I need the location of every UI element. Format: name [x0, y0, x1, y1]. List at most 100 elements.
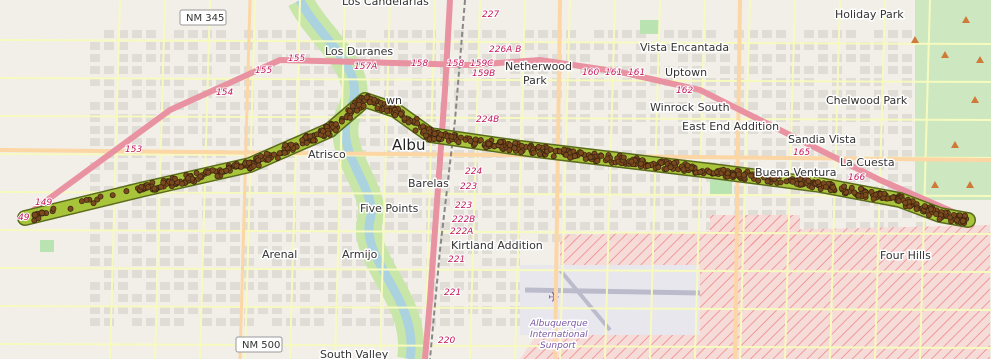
city-block	[258, 246, 268, 254]
track-point	[571, 153, 578, 160]
city-block	[510, 258, 520, 266]
track-point	[263, 150, 270, 157]
city-block	[272, 138, 282, 146]
city-block	[118, 66, 128, 74]
city-block	[412, 294, 422, 302]
street-ew	[0, 229, 991, 235]
city-block	[356, 30, 366, 38]
city-block	[720, 54, 730, 62]
exit-label: 165	[793, 148, 810, 158]
city-block	[818, 42, 828, 50]
city-block	[678, 66, 688, 74]
city-block	[496, 282, 506, 290]
city-block	[202, 66, 212, 74]
city-block	[412, 66, 422, 74]
shield-label: NM 345	[186, 13, 224, 24]
city-block	[342, 246, 352, 254]
city-block	[748, 150, 758, 158]
city-block	[804, 42, 814, 50]
city-block	[664, 222, 674, 230]
city-block	[510, 66, 520, 74]
city-block	[874, 102, 884, 110]
city-block	[762, 150, 772, 158]
track-point	[550, 153, 557, 160]
city-block	[846, 114, 856, 122]
city-block	[874, 150, 884, 158]
city-block	[650, 126, 660, 134]
city-block	[300, 42, 310, 50]
city-block	[132, 258, 142, 266]
city-block	[426, 198, 436, 206]
city-block	[720, 66, 730, 74]
city-block	[230, 114, 240, 122]
city-block	[832, 54, 842, 62]
street-ns	[649, 0, 661, 359]
city-block	[132, 66, 142, 74]
city-block	[482, 294, 492, 302]
city-block	[664, 102, 674, 110]
city-block	[356, 42, 366, 50]
track-point	[90, 200, 97, 207]
track-point	[913, 206, 920, 213]
city-block	[622, 210, 632, 218]
exit-label: 161	[605, 68, 622, 78]
city-block	[846, 150, 856, 158]
track-point	[355, 101, 362, 108]
track-point	[193, 170, 200, 176]
track-point	[946, 214, 953, 221]
city-block	[398, 174, 408, 182]
city-block	[902, 90, 912, 98]
track-point	[720, 166, 727, 173]
city-block	[216, 102, 226, 110]
city-block	[160, 42, 170, 50]
city-block	[384, 138, 394, 146]
city-block	[328, 174, 338, 182]
city-block	[230, 66, 240, 74]
city-block	[202, 306, 212, 314]
city-block	[790, 114, 800, 122]
city-block	[664, 198, 674, 206]
city-block	[230, 282, 240, 290]
label-buena-ventura: Buena Ventura	[755, 166, 836, 179]
city-block	[174, 246, 184, 254]
city-block	[300, 66, 310, 74]
city-block	[888, 126, 898, 134]
city-block	[524, 210, 534, 218]
city-block	[202, 198, 212, 206]
city-block	[706, 198, 716, 206]
city-block	[188, 114, 198, 122]
track-point	[881, 190, 888, 197]
city-block	[230, 102, 240, 110]
city-block	[888, 90, 898, 98]
city-block	[146, 102, 156, 110]
city-block	[454, 306, 464, 314]
street-ew	[0, 77, 991, 83]
city-block	[244, 306, 254, 314]
city-block	[580, 66, 590, 74]
city-block	[566, 174, 576, 182]
track-point	[805, 177, 812, 184]
city-block	[636, 42, 646, 50]
city-block	[104, 306, 114, 314]
city-block	[412, 54, 422, 62]
city-block	[202, 186, 212, 194]
city-block	[160, 222, 170, 230]
city-block	[678, 102, 688, 110]
city-block	[790, 186, 800, 194]
city-block	[244, 90, 254, 98]
city-block	[202, 210, 212, 218]
city-block	[692, 186, 702, 194]
city-block	[244, 102, 254, 110]
city-block	[174, 270, 184, 278]
city-block	[132, 54, 142, 62]
track-point	[485, 140, 492, 147]
city-block	[174, 138, 184, 146]
city-block	[328, 306, 338, 314]
city-block	[174, 30, 184, 38]
city-block	[188, 234, 198, 242]
city-block	[314, 222, 324, 230]
city-block	[580, 162, 590, 170]
city-block	[356, 270, 366, 278]
city-block	[230, 138, 240, 146]
